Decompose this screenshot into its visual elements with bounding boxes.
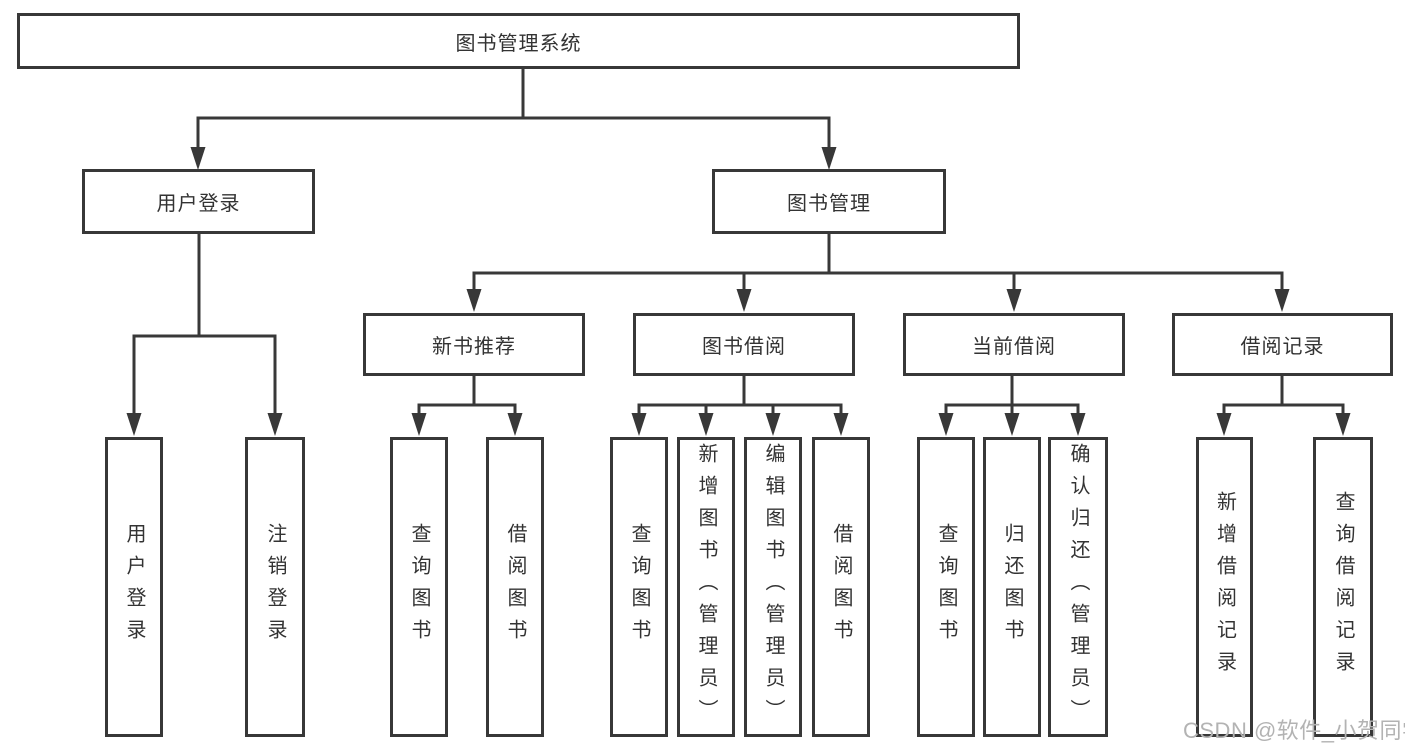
leaf-query-borrow-record: 查询借阅记录 (1313, 437, 1373, 737)
arrowhead-icon (736, 289, 752, 312)
node-label: 新书推荐 (432, 336, 516, 358)
leaf-label: 用户登录 (123, 523, 145, 651)
arrowhead-icon (507, 413, 523, 436)
leaf-label: 新增借阅记录 (1213, 491, 1236, 683)
arrowhead-icon (1335, 413, 1351, 436)
leaf-label: 查询借阅记录 (1332, 491, 1354, 683)
leaf-label: 注销登录 (264, 523, 286, 651)
connector-user-login-branch (126, 232, 283, 436)
arrowhead-icon (821, 147, 837, 170)
node-current-borrow: 当前借阅 (903, 313, 1125, 376)
leaf-query-book-recommend: 查询图书 (390, 437, 448, 737)
leaf-query-book-borrow: 查询图书 (610, 437, 668, 737)
leaf-label: 确认归还（管理员） (1067, 443, 1089, 731)
leaf-label: 查询图书 (935, 523, 957, 651)
node-label: 用户登录 (156, 193, 241, 215)
connector-book-management-branch (466, 232, 1290, 312)
connector-book-borrow-children (631, 374, 849, 436)
arrowhead-icon (765, 413, 781, 436)
node-label: 借阅记录 (1240, 336, 1325, 358)
connector-root-to-level2 (190, 66, 837, 170)
arrowhead-icon (938, 413, 954, 436)
node-borrow-record: 借阅记录 (1172, 313, 1393, 376)
arrowhead-icon (1274, 289, 1290, 312)
leaf-label: 新增图书（管理员） (695, 443, 717, 731)
leaf-borrow-book: 借阅图书 (812, 437, 870, 737)
leaf-borrow-book-recommend: 借阅图书 (486, 437, 544, 737)
leaf-add-borrow-record: 新增借阅记录 (1196, 437, 1253, 737)
leaf-edit-book-admin: 编辑图书（管理员） (744, 437, 802, 737)
arrowhead-icon (698, 413, 714, 436)
arrowhead-icon (190, 147, 206, 170)
arrowhead-icon (1006, 289, 1022, 312)
node-label: 图书管理 (787, 193, 871, 215)
node-new-book-recommend: 新书推荐 (363, 313, 585, 376)
arrowhead-icon (411, 413, 427, 436)
connector-borrow-record-children (1216, 374, 1351, 436)
node-label: 图书借阅 (702, 336, 786, 358)
node-root: 图书管理系统 (17, 13, 1020, 69)
leaf-label: 编辑图书（管理员） (762, 443, 784, 731)
leaf-label: 查询图书 (408, 523, 430, 651)
leaf-confirm-return-admin: 确认归还（管理员） (1048, 437, 1108, 737)
arrowhead-icon (1070, 413, 1086, 436)
watermark: CSDN @软件_小贺同学 (1183, 718, 1405, 743)
arrowhead-icon (1004, 413, 1020, 436)
leaf-user-login: 用户登录 (105, 437, 163, 737)
leaf-query-book-current: 查询图书 (917, 437, 975, 737)
arrowhead-icon (631, 413, 647, 436)
arrowhead-icon (1216, 413, 1232, 436)
arrowhead-icon (126, 413, 142, 436)
arrowhead-icon (833, 413, 849, 436)
node-book-management: 图书管理 (712, 169, 946, 234)
node-root-label: 图书管理系统 (455, 32, 582, 55)
node-label: 当前借阅 (972, 336, 1056, 358)
connector-current-borrow-children (938, 374, 1086, 436)
connector-new-book-recommend-children (411, 374, 523, 436)
leaf-label: 借阅图书 (504, 523, 526, 651)
leaf-label: 查询图书 (628, 523, 650, 651)
leaf-label: 归还图书 (1001, 523, 1023, 651)
arrowhead-icon (466, 289, 482, 312)
leaf-logout: 注销登录 (245, 437, 305, 737)
leaf-label: 借阅图书 (830, 523, 852, 651)
leaf-return-book: 归还图书 (983, 437, 1041, 737)
node-book-borrow: 图书借阅 (633, 313, 855, 376)
leaf-add-book-admin: 新增图书（管理员） (677, 437, 735, 737)
node-user-login: 用户登录 (82, 169, 315, 234)
arrowhead-icon (267, 413, 283, 436)
